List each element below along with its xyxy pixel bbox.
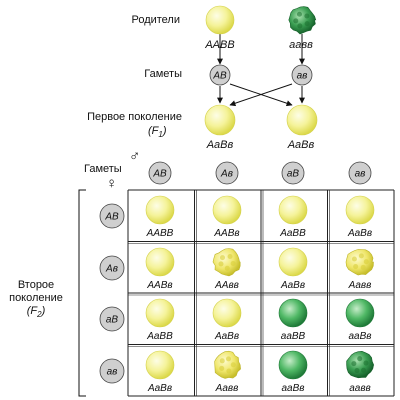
inheritance-arrows [217, 34, 305, 107]
cell-genotype-r3-c3: aaBB [281, 331, 306, 342]
cell-pea-r2-c2 [212, 248, 241, 277]
cell-pea-r4-c3 [278, 350, 308, 380]
parent1-pea [205, 5, 235, 35]
row-gamete-4: aв [99, 358, 125, 384]
gametes-label-grid: Гаметы [84, 163, 122, 175]
column-gamete-4-label: aв [355, 169, 366, 180]
f1-genotype-left: AaBв [206, 139, 234, 151]
cell-genotype-r1-c3: AaBB [279, 228, 306, 239]
column-gamete-3-label: aB [287, 169, 300, 180]
cell-genotype-r1-c4: AaBв [347, 228, 372, 239]
cell-pea-r2-c4 [345, 249, 374, 276]
cell-genotype-r3-c4: aaBв [348, 331, 371, 342]
column-gamete-2: Aв [215, 161, 239, 185]
gametes-label-top: Гаметы [144, 68, 182, 80]
f1-pea-left [204, 104, 236, 136]
f1-symbol: (F1) [148, 125, 167, 140]
cell-genotype-r4-c3: aaBв [281, 383, 304, 394]
cell-pea-r2-c3 [278, 247, 308, 277]
row-gamete-2: Aв [99, 255, 125, 281]
top-gamete-1: AB [209, 64, 231, 86]
column-gamete-4: aв [348, 161, 372, 185]
cell-pea-r3-c3 [278, 298, 308, 328]
row-gamete-1: AB [99, 203, 125, 229]
f1-genotype-right: AaBв [287, 139, 315, 151]
cell-pea-r1-c4 [345, 195, 375, 225]
cell-genotype-r2-c1: AABв [146, 280, 172, 291]
cell-pea-r1-c1 [145, 195, 175, 225]
column-gamete-1-label: AB [152, 169, 167, 180]
f2-label-line2: поколение [9, 292, 63, 304]
male-symbol: ♂ [129, 148, 141, 165]
cell-genotype-r3-c2: AaBв [214, 331, 239, 342]
cell-pea-r1-c3 [278, 195, 308, 225]
top-gamete-2-label: aв [297, 71, 308, 82]
column-gamete-2-label: Aв [220, 169, 233, 180]
f2-label-line1: Второе [17, 279, 55, 291]
f1-pea-right [286, 104, 318, 136]
cell-pea-r3-c4 [345, 298, 375, 328]
cell-pea-r3-c2 [212, 298, 242, 328]
cell-pea-r2-c1 [145, 247, 175, 277]
cell-pea-r4-c4 [346, 350, 375, 379]
cell-pea-r1-c2 [212, 195, 242, 225]
column-gamete-1: AB [148, 161, 172, 185]
parent2-pea [288, 6, 317, 35]
arrow-gamete2-f1left [229, 83, 293, 107]
cell-pea-r4-c1 [145, 350, 175, 380]
top-gamete-1-label: AB [212, 71, 227, 82]
cell-pea-r3-c1 [145, 298, 175, 328]
cell-genotype-r4-c1: AaBв [147, 383, 172, 394]
row-gamete-2-label: Aв [105, 264, 118, 275]
female-symbol: ♀ [106, 175, 118, 192]
f2-symbol: (F2) [26, 305, 46, 320]
cell-genotype-r4-c2: Aaвв [215, 383, 239, 394]
f2-bracket [78, 189, 86, 397]
column-gamete-3: aB [281, 161, 305, 185]
cell-genotype-r2-c3: AaBв [280, 280, 305, 291]
punnett-grid-lines [127, 189, 395, 397]
cell-pea-r4-c2 [214, 350, 241, 379]
cell-genotype-r2-c2: AAвв [214, 280, 239, 291]
row-gamete-1-label: AB [104, 212, 119, 223]
top-gamete-2: aв [291, 64, 313, 86]
cell-genotype-r3-c1: AaBB [146, 331, 173, 342]
row-gamete-3: aB [99, 306, 125, 332]
parent2-genotype: aaвв [289, 39, 313, 51]
cell-genotype-r1-c1: AABB [146, 228, 174, 239]
cell-genotype-r4-c4: aaвв [349, 383, 371, 394]
row-gamete-3-label: aB [106, 315, 119, 326]
cell-genotype-r1-c2: AABв [213, 228, 239, 239]
row-gamete-4-label: aв [107, 367, 118, 378]
parents-label: Родители [131, 14, 180, 26]
cell-genotype-r2-c4: Aaвв [348, 280, 372, 291]
f1-label: Первое поколение [87, 111, 182, 123]
